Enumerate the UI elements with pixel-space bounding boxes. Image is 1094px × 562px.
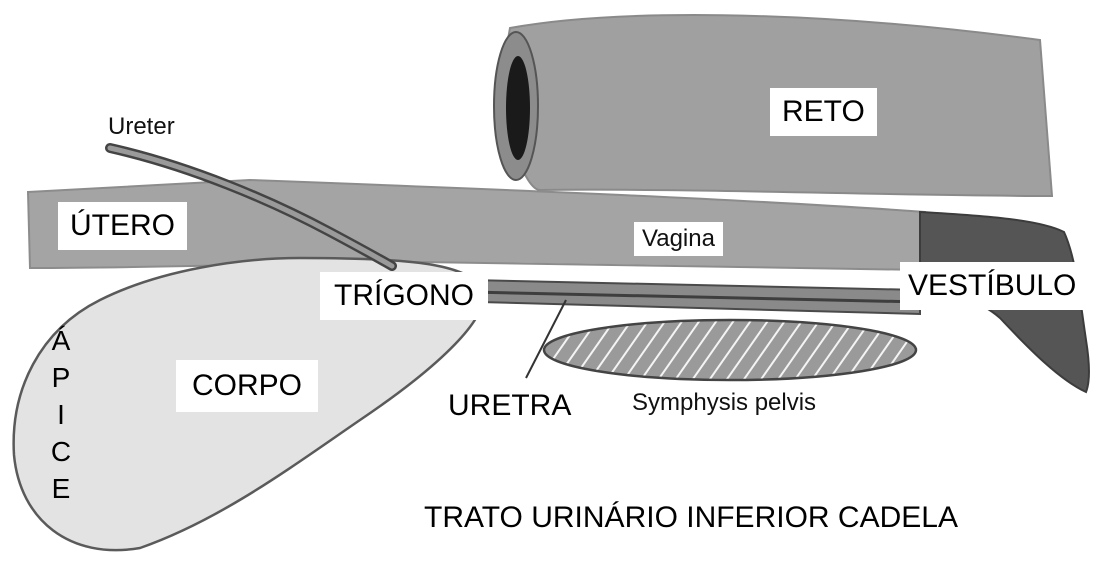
apice-letter: E [47, 470, 75, 507]
rectum-lumen [506, 56, 530, 160]
apice-letter: P [47, 359, 75, 396]
uretra-label: URETRA [436, 384, 583, 428]
apice-vertical-label: Á P I C E [47, 322, 75, 507]
symphysis-pelvis-label: Symphysis pelvis [632, 388, 816, 418]
apice-letter: I [47, 396, 75, 433]
ureter-label: Ureter [108, 112, 175, 142]
diagram-title: TRATO URINÁRIO INFERIOR CADELA [424, 498, 958, 538]
corpo-label: CORPO [176, 360, 318, 412]
symphysis-pelvis-shape [544, 320, 916, 380]
vagina-label: Vagina [634, 222, 723, 256]
vestibulo-label: VESTÍBULO [900, 262, 1084, 310]
trigono-label: TRÍGONO [320, 272, 488, 320]
apice-letter: Á [47, 322, 75, 359]
utero-label: ÚTERO [58, 202, 187, 250]
reto-label: RETO [770, 88, 877, 136]
apice-letter: C [47, 433, 75, 470]
